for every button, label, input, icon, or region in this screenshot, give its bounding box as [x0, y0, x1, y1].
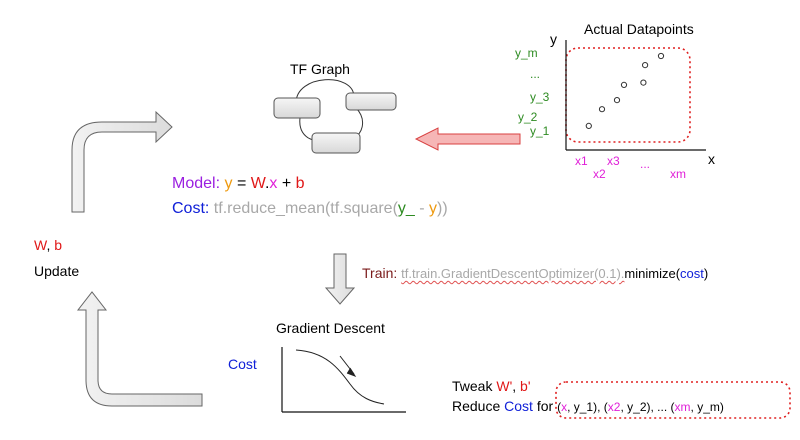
datapoint-4 [620, 81, 628, 89]
model-equation: Model: y = W.x + b [172, 176, 305, 192]
cost-minus: - [414, 200, 430, 217]
y-tick-1: y_1 [530, 124, 550, 138]
reduce-line: Reduce Cost for (x, y_1), (x2, y_2), ...… [452, 399, 724, 413]
x-tick-2: x2 [593, 167, 606, 181]
model-w: W [250, 175, 265, 192]
update-arrow-top [71, 110, 173, 213]
pair-comma-1: , [597, 400, 604, 414]
update-params: W, b [34, 238, 62, 252]
x-tick-3: x3 [607, 154, 620, 168]
tweak-prefix: Tweak [452, 378, 497, 394]
datapoint-7 [657, 52, 665, 60]
datapoints-frame [565, 47, 691, 143]
train-minimize: minimize( [624, 266, 681, 281]
pair-ellipsis: ... [657, 400, 668, 414]
datapoints-title: Actual Datapoints [584, 21, 694, 37]
reduce-cost: Cost [504, 398, 533, 414]
model-b: b [295, 175, 305, 192]
x-tick-1: x1 [575, 154, 588, 168]
cost-fn-close: )) [437, 200, 448, 217]
y-tick-3: y_3 [530, 90, 550, 104]
datapoint-2 [598, 106, 606, 113]
tf-graph-node [311, 132, 361, 154]
cost-equation: Cost: tf.reduce_mean(tf.square(y_ - y)) [172, 201, 448, 217]
update-arrow-bottom [76, 291, 203, 407]
train-fn: tf.train.GradientDescentOptimizer(0.1). [401, 266, 625, 281]
pair-3-y: y_m [697, 400, 720, 414]
update-param-w: W [34, 237, 47, 253]
gd-cost-curve [295, 349, 385, 405]
datapoint-5 [640, 79, 647, 86]
datapoints-y-label: y [550, 31, 557, 47]
model-dot: . [264, 175, 270, 192]
datapoint-1 [585, 122, 592, 130]
model-equals: = [236, 175, 247, 192]
model-x: x [269, 175, 278, 192]
datapoints-x-label: x [708, 151, 715, 167]
pair-1-y: y_1 [573, 400, 594, 414]
cost-fn-open: tf.reduce_mean(tf.square( [213, 200, 398, 217]
cost-label: Cost: [172, 200, 210, 217]
gd-direction-arrowhead [346, 367, 357, 377]
x-tick-m: xm [670, 167, 686, 181]
train-close: ) [703, 266, 709, 281]
update-param-b: b [54, 237, 63, 253]
pair-2-x: x2 [607, 400, 621, 414]
model-plus: + [281, 175, 292, 192]
y-tick-2: y_2 [518, 110, 538, 124]
pair-comma-2: , [650, 400, 658, 414]
pair-3-x: xm [674, 400, 691, 414]
update-label: Update [34, 263, 80, 279]
datapoint-6 [642, 62, 649, 69]
tweak-w: W' [496, 378, 513, 394]
tweak-sep: , [512, 378, 521, 394]
model-label: Model: [172, 175, 221, 192]
datapoints-points [585, 52, 665, 130]
gradient-descent-title: Gradient Descent [276, 320, 385, 336]
reduce-pairs: (x, y_1), (x2, y_2), ... (xm, y_m) [557, 400, 724, 414]
model-y: y [224, 175, 233, 192]
x-tick-ellipsis: ... [640, 157, 651, 171]
gd-cost-label: Cost [228, 356, 257, 372]
tweak-b: b' [520, 378, 531, 394]
pair-2-y: y_2 [627, 400, 647, 414]
tf-graph-node [345, 92, 397, 111]
train-cost: cost [680, 266, 704, 281]
cost-y-true: y_ [397, 200, 415, 217]
tweak-line: Tweak W', b' [452, 379, 531, 393]
reduce-prefix: Reduce [452, 398, 505, 414]
reduce-for: for [532, 398, 558, 414]
tf-graph-node [273, 97, 321, 119]
cost-y-pred: y [429, 200, 438, 217]
datapoint-3 [613, 97, 621, 104]
y-tick-m: y_m [515, 46, 538, 60]
pair-1-x: x [561, 400, 568, 414]
train-label: Train: [362, 265, 398, 281]
tweak-frame [555, 381, 791, 419]
update-param-sep: , [46, 237, 55, 253]
train-line: Train: tf.train.GradientDescentOptimizer… [362, 266, 708, 280]
y-tick-ellipsis: ... [530, 67, 541, 81]
tf-graph-title: TF Graph [290, 61, 350, 77]
data-feed-arrow [414, 127, 521, 151]
train-down-arrow [324, 253, 356, 305]
